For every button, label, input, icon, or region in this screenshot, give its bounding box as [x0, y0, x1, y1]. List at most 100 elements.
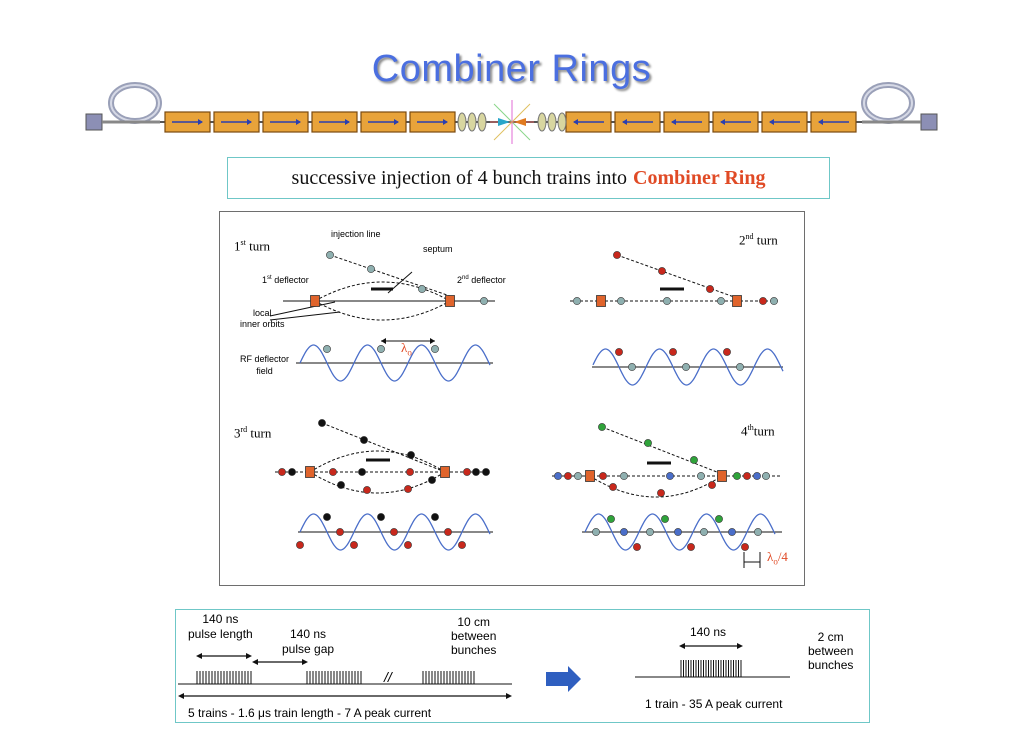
bunch-dot — [733, 472, 741, 480]
bunch-dot — [687, 543, 695, 551]
bunch-dot — [318, 419, 326, 427]
deflector-box — [445, 295, 455, 307]
bunch-dot — [323, 513, 331, 521]
bunch-dot — [736, 363, 744, 371]
bunch-dot — [723, 348, 731, 356]
septum-label: septum — [423, 244, 453, 254]
bunch-dot — [728, 528, 736, 536]
lambda-arrow-head — [430, 338, 435, 344]
bunch-dot — [407, 451, 415, 459]
bunch-dot — [717, 297, 725, 305]
one-train-label: 1 train - 35 A peak current — [645, 697, 783, 711]
bunch-dot — [609, 483, 617, 491]
deflector-box — [596, 295, 606, 307]
bunch-dot — [350, 541, 358, 549]
turn1-label: 1st turn — [234, 238, 271, 254]
bunch-dot — [644, 439, 652, 447]
left-ring-icon — [85, 82, 162, 131]
bunch-dot — [564, 472, 572, 480]
lambda-arrow-head — [381, 338, 386, 344]
injection-diagram-panel — [219, 211, 805, 586]
rf-wave — [299, 344, 491, 382]
bunch-dot — [573, 297, 581, 305]
bunch-dot — [360, 436, 368, 444]
bunch-dot — [336, 528, 344, 536]
bunch-dot — [598, 423, 606, 431]
bunch-dot — [657, 489, 665, 497]
right-arrow-icon — [546, 666, 581, 692]
bunch-dot — [599, 472, 607, 480]
orbit-pointer — [269, 301, 336, 317]
bunch-dot — [700, 528, 708, 536]
beamline-schematic — [85, 82, 938, 144]
bunch-dot — [628, 363, 636, 371]
bunch-dot — [323, 345, 331, 353]
bunch-dot — [741, 543, 749, 551]
beam-arrow-head — [296, 119, 301, 125]
bunch-dot — [715, 515, 723, 523]
bunch-dot — [682, 363, 690, 371]
bunch-dot — [406, 468, 414, 476]
bunch-dot — [759, 297, 767, 305]
orbit-pointer — [269, 311, 341, 321]
lambda0-label: λo — [401, 340, 412, 358]
bunch-dot — [607, 515, 615, 523]
deflector-box — [732, 295, 742, 307]
arrow-head — [178, 693, 184, 699]
inner-orbit-lower — [314, 300, 451, 321]
inner-orbit-upper — [309, 450, 446, 473]
bunch-dot — [296, 541, 304, 549]
bunch-dot — [620, 472, 628, 480]
bunch-dot — [697, 472, 705, 480]
injection-path — [329, 254, 451, 297]
injection-path — [321, 422, 441, 471]
arrow-head — [679, 643, 685, 649]
gap-mark: // — [384, 669, 392, 685]
bunch-dot — [358, 468, 366, 476]
bunch-dot — [482, 468, 490, 476]
arrow-head — [252, 659, 258, 665]
beam-arrow-head — [345, 119, 350, 125]
rf-wave — [584, 513, 776, 551]
beam-arrow-head — [443, 119, 448, 125]
inner-orbit-upper — [314, 281, 451, 302]
page-title: Combiner Rings — [371, 48, 652, 90]
subtitle-box: successive injection of 4 bunch trains i… — [227, 157, 830, 199]
bunch-dot — [615, 348, 623, 356]
bunch-dot — [404, 541, 412, 549]
beam-arrow-head — [394, 119, 399, 125]
bunch-dot — [669, 348, 677, 356]
septum-pointer — [387, 271, 413, 294]
deflector-box — [305, 466, 315, 478]
bunch-dot — [574, 472, 582, 480]
bunch-dot — [458, 541, 466, 549]
bunch-dot — [658, 267, 666, 275]
arrow-head — [302, 659, 308, 665]
beam-arrow-head — [720, 119, 725, 125]
bunch-dot — [431, 345, 439, 353]
bunch-dot — [753, 472, 761, 480]
bunch-dot — [646, 528, 654, 536]
injection-line-label: injection line — [331, 229, 381, 239]
arrow-head — [196, 653, 202, 659]
turn3-label: 3rd turn — [234, 425, 272, 441]
right-duration-label: 140 ns — [690, 625, 727, 639]
bunch-dot — [428, 476, 436, 484]
bunch-dot — [377, 513, 385, 521]
accelerating-structures — [164, 111, 857, 133]
lambda-quarter-label: λo/4 — [767, 549, 788, 567]
beam-arrow-head — [198, 119, 203, 125]
beam-arrow-head — [769, 119, 774, 125]
bunch-dot — [666, 472, 674, 480]
bunch-dot — [404, 485, 412, 493]
arrow-head — [246, 653, 252, 659]
deflector-box — [585, 470, 595, 482]
arrow-head — [737, 643, 743, 649]
trains-label: 5 trains - 1.6 μs train length - 7 A pea… — [188, 706, 432, 720]
bunch-dot — [444, 528, 452, 536]
